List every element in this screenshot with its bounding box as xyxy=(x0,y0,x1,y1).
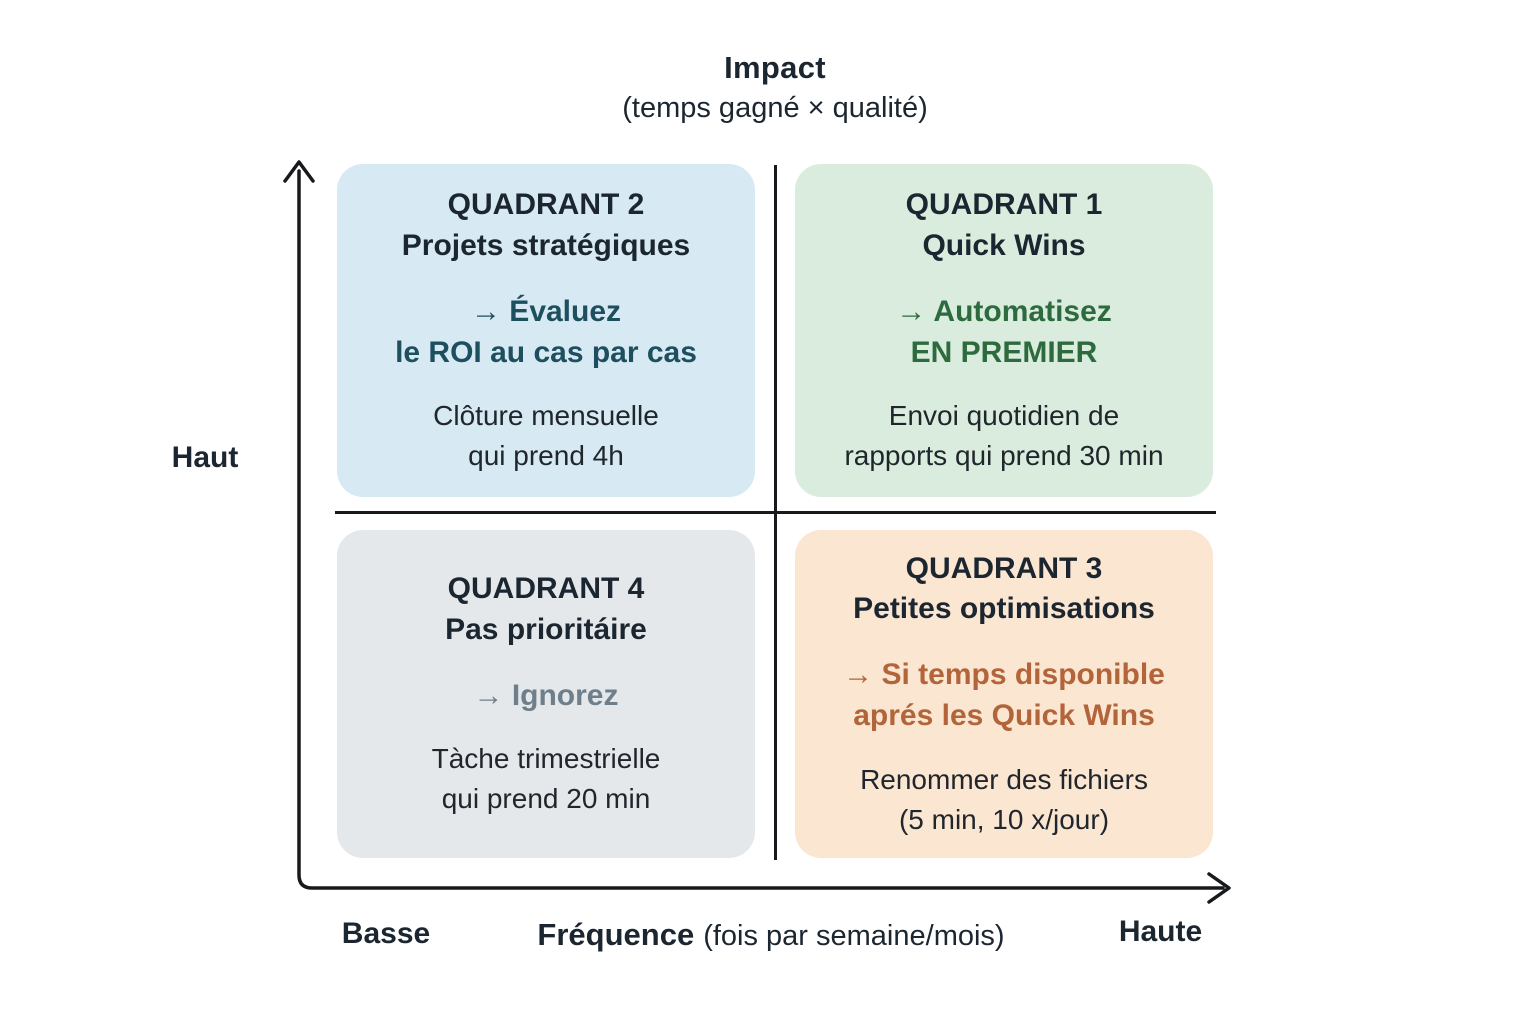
quadrant-3-title-line2: Petites optimisations xyxy=(853,592,1155,626)
quadrant-1-example-line1: Envoi quotidien de xyxy=(888,400,1120,432)
quadrant-4-example-line1: Tàche trimestrielle xyxy=(431,743,661,775)
quadrant-4-title-line1: QUADRANT 4 xyxy=(447,572,645,606)
quadrant-2-example: Clôture mensuelle qui prend 4h xyxy=(433,396,659,476)
quadrant-3-example: Renommer des fichiers (5 min, 10 x/jour) xyxy=(860,760,1148,840)
x-axis-arrowhead-icon xyxy=(1207,872,1231,904)
quadrant-4-not-priority: QUADRANT 4 Pas prioritáire → Ignorez Tàc… xyxy=(337,530,755,858)
quadrant-3-action: → Si temps disponible aprés les Quick Wi… xyxy=(843,655,1165,737)
quadrant-2-example-line1: Clôture mensuelle xyxy=(433,400,659,432)
quadrant-3-action-line1: → Si temps disponible xyxy=(843,658,1165,692)
quadrant-4-title-line2: Pas prioritáire xyxy=(445,612,647,646)
quadrant-1-quick-wins: QUADRANT 1 Quick Wins → Automatisez EN P… xyxy=(795,164,1213,497)
x-axis-title: Fréquence(fois par semaine/mois) xyxy=(465,917,1077,953)
quadrant-1-title-line1: QUADRANT 1 xyxy=(905,188,1103,222)
quadrant-4-action: → Ignorez xyxy=(473,676,618,717)
quadrant-3-example-line2: (5 min, 10 x/jour) xyxy=(898,803,1110,835)
quadrant-3-example-line1: Renommer des fichiers xyxy=(860,763,1148,795)
quadrant-divider-horizontal xyxy=(335,511,1216,514)
quadrant-2-action-line1: → Évaluez xyxy=(470,294,622,328)
quadrant-1-example-line2: rapports qui prend 30 min xyxy=(844,440,1164,472)
y-axis-arrowhead-icon xyxy=(283,160,315,183)
x-axis-title-name: Fréquence xyxy=(537,917,695,952)
chart-title: Impact xyxy=(724,50,826,85)
quadrant-1-example: Envoi quotidien de rapports qui prend 30… xyxy=(844,396,1163,476)
quadrant-2-action-line2: le ROI au cas par cas xyxy=(395,335,697,369)
quadrant-1-action-line1: → Automatisez xyxy=(896,294,1112,328)
quadrant-2-action: → Évaluez le ROI au cas par cas xyxy=(395,292,697,374)
quadrant-4-title: QUADRANT 4 Pas prioritáire xyxy=(445,569,647,651)
x-axis-label-haute: Haute xyxy=(1118,915,1203,948)
x-axis-title-unit: (fois par semaine/mois) xyxy=(703,920,1005,952)
x-axis-label-basse: Basse xyxy=(341,917,431,950)
y-axis-label-haut: Haut xyxy=(171,441,239,474)
chart-title-block: Impact (temps gagné × qualité) xyxy=(95,50,1455,125)
quadrant-4-action-line1: → Ignorez xyxy=(473,678,619,712)
quadrant-2-title-line2: Projets stratégiques xyxy=(401,228,691,262)
quadrant-4-example-line2: qui prend 20 min xyxy=(441,783,651,815)
chart-subtitle: (temps gagné × qualité) xyxy=(622,92,928,124)
quadrant-2-example-line2: qui prend 4h xyxy=(468,440,624,472)
quadrant-3-action-line2: aprés les Quick Wins xyxy=(853,699,1155,733)
quadrant-3-small-optimizations: QUADRANT 3 Petites optimisations → Si te… xyxy=(795,530,1213,858)
quadrant-3-title: QUADRANT 3 Petites optimisations xyxy=(853,549,1155,631)
quadrant-4-example: Tàche trimestrielle qui prend 20 min xyxy=(432,739,661,819)
quadrant-2-title-line1: QUADRANT 2 xyxy=(447,188,645,222)
quadrant-1-action-line2: EN PREMIER xyxy=(910,335,1098,369)
quadrant-1-action: → Automatisez EN PREMIER xyxy=(896,292,1112,374)
quadrant-1-title-line2: Quick Wins xyxy=(922,228,1086,262)
quadrant-2-strategic-projects: QUADRANT 2 Projets stratégiques → Évalue… xyxy=(337,164,755,497)
quadrant-2-title: QUADRANT 2 Projets stratégiques xyxy=(402,185,690,267)
quadrant-1-title: QUADRANT 1 Quick Wins xyxy=(906,185,1103,267)
quadrant-3-title-line1: QUADRANT 3 xyxy=(905,551,1103,585)
